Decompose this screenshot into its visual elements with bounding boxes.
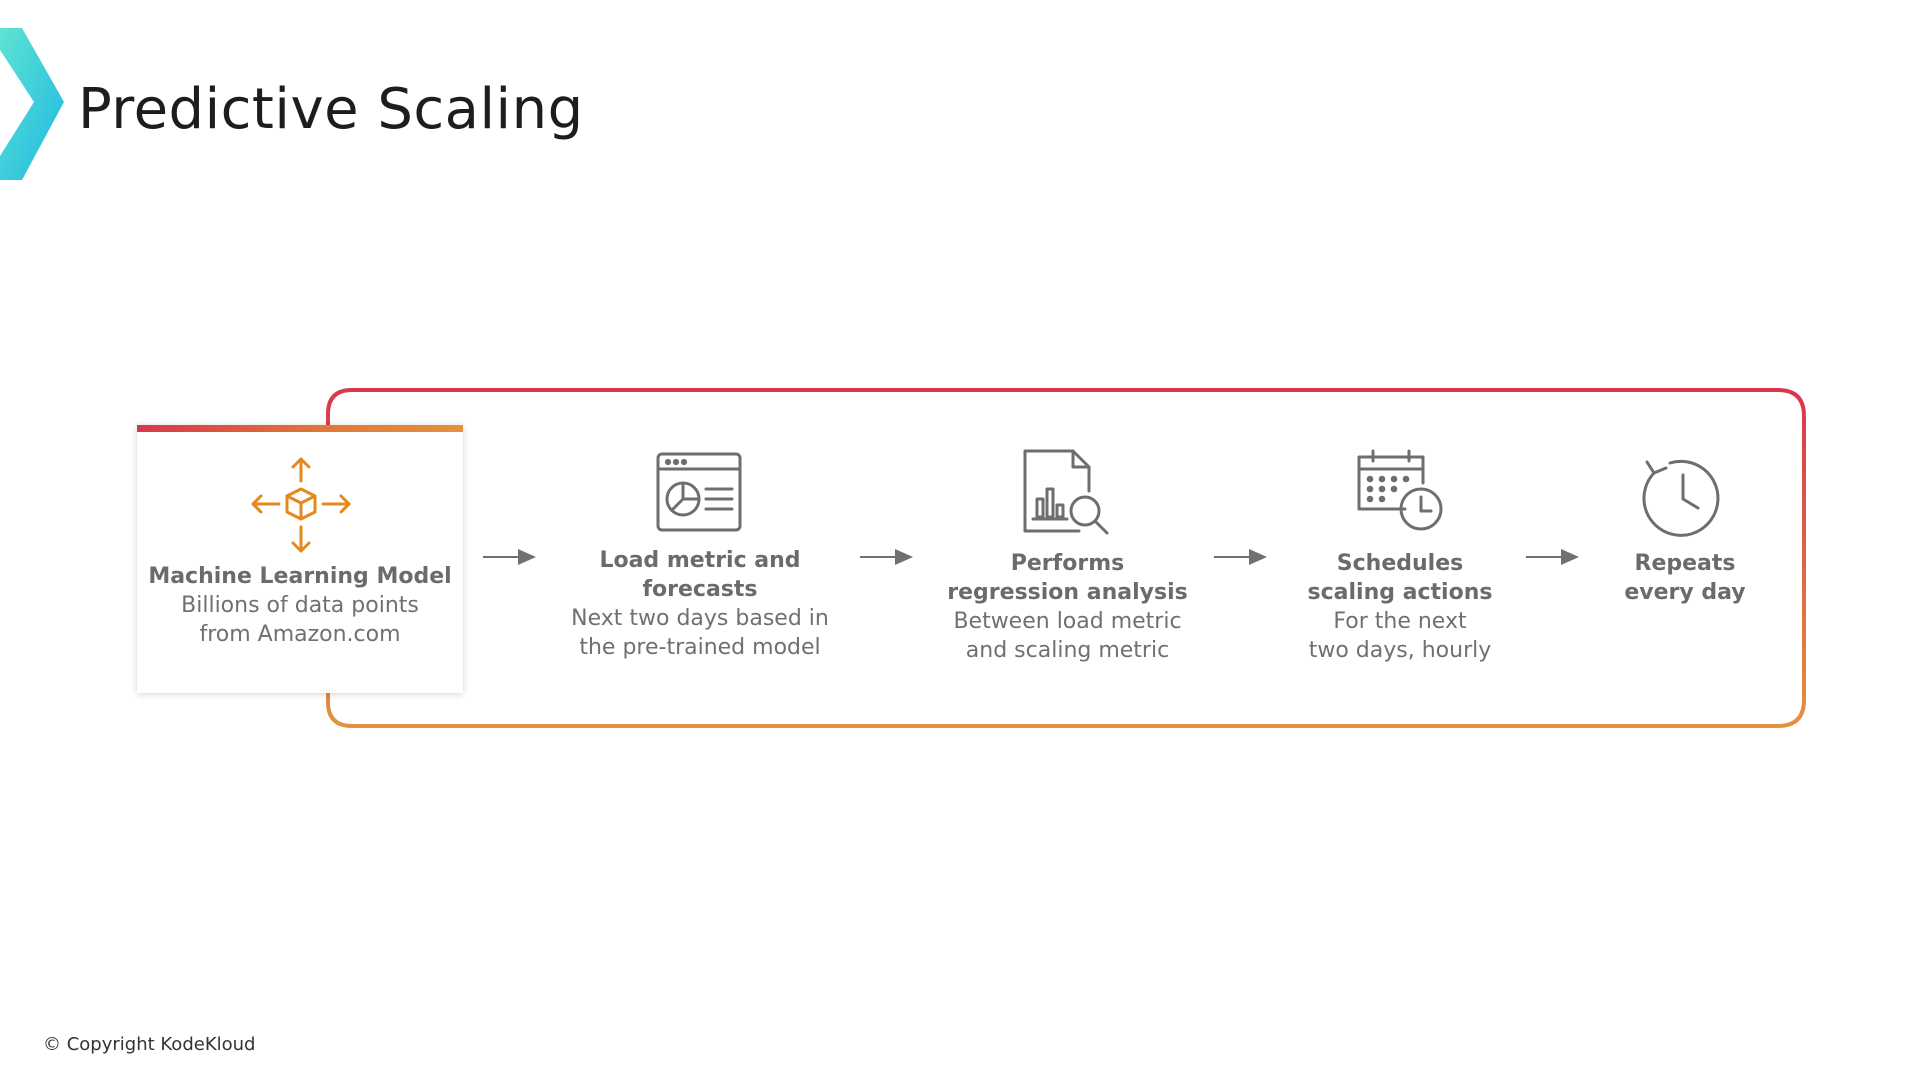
- load-metric-title-line1: Load metric and: [599, 548, 801, 573]
- regression-text: Performs regression analysis Between loa…: [925, 549, 1210, 665]
- ml-model-title: Machine Learning Model: [148, 564, 452, 589]
- regression-desc-line1: Between load metric: [953, 609, 1182, 634]
- regression-title-line2: regression analysis: [947, 580, 1188, 605]
- load-metric-title-line2: forecasts: [642, 577, 758, 602]
- corner-chevron-logo: [0, 28, 64, 180]
- ml-card-accent-bar: [137, 425, 463, 432]
- document-search-chart-icon: [1023, 449, 1109, 535]
- clock-repeat-icon: [1642, 459, 1720, 537]
- copyright-text: © Copyright KodeKloud: [43, 1034, 256, 1055]
- ml-model-desc-line1: Billions of data points: [181, 593, 419, 618]
- dashboard-window-icon: [656, 452, 742, 532]
- schedules-desc-line1: For the next: [1333, 609, 1467, 634]
- repeat-loop-border: [326, 388, 1806, 728]
- schedules-desc-line2: two days, hourly: [1308, 638, 1492, 663]
- slide-title: Predictive Scaling: [78, 77, 584, 142]
- ml-model-card: Machine Learning Model Billions of data …: [137, 425, 463, 693]
- repeats-title-line1: Repeats: [1634, 551, 1736, 576]
- schedules-title-line2: scaling actions: [1307, 580, 1493, 605]
- repeats-text: Repeats every day: [1580, 549, 1790, 607]
- schedules-text: Schedules scaling actions For the next t…: [1260, 549, 1540, 665]
- regression-title-line1: Performs: [1010, 551, 1125, 576]
- schedules-title-line1: Schedules: [1336, 551, 1464, 576]
- load-metric-text: Load metric and forecasts Next two days …: [555, 546, 845, 662]
- ml-model-desc-line2: from Amazon.com: [199, 622, 401, 647]
- ml-model-text: Machine Learning Model Billions of data …: [137, 562, 463, 649]
- calendar-clock-icon: [1357, 449, 1443, 531]
- regression-desc-line2: and scaling metric: [965, 638, 1170, 663]
- load-metric-desc-line2: the pre-trained model: [579, 635, 821, 660]
- machine-learning-model-icon: [251, 457, 351, 553]
- load-metric-desc-line1: Next two days based in: [571, 606, 829, 631]
- repeats-title-line2: every day: [1624, 580, 1746, 605]
